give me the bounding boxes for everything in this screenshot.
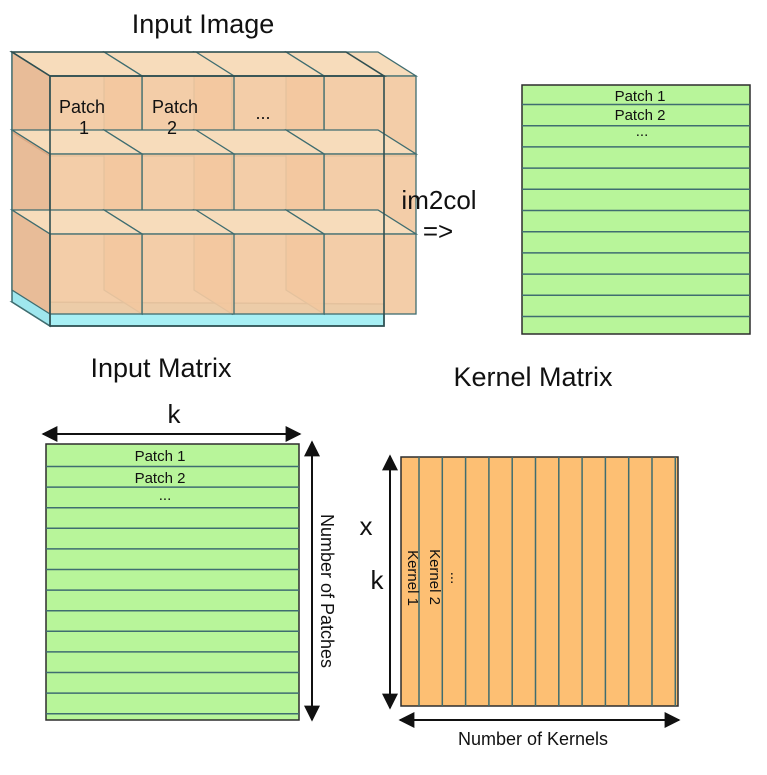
top-row-patch-2: Patch 2 bbox=[615, 107, 666, 124]
input-image-title: Input Image bbox=[132, 9, 275, 39]
number-of-patches-label: Number of Patches bbox=[317, 514, 337, 668]
cube-front-9 bbox=[231, 233, 325, 315]
patch-2-label: Patch bbox=[152, 97, 198, 117]
input-row-patch-1: Patch 1 bbox=[135, 448, 186, 465]
patch-matrix-top: Patch 1 Patch 2 ... bbox=[521, 84, 751, 335]
cube-front-10 bbox=[141, 233, 235, 315]
input-image-volume: Patch 1 Patch 2 ... bbox=[9, 50, 419, 328]
input-matrix-title: Input Matrix bbox=[90, 353, 232, 383]
patch-cubes bbox=[9, 50, 419, 327]
kernel-matrix-title: Kernel Matrix bbox=[453, 362, 613, 392]
input-matrix-k-label: k bbox=[168, 399, 182, 429]
input-matrix-box bbox=[45, 443, 300, 721]
patch-ellipsis: ... bbox=[255, 103, 270, 123]
patch-1-label: Patch bbox=[59, 97, 105, 117]
top-row-ellipsis: ... bbox=[636, 123, 649, 140]
kernel-matrix: x k Kernel 1 Kernel 2 ... Number of Kern… bbox=[360, 454, 681, 749]
cube-front-11 bbox=[49, 233, 143, 315]
patch-matrix-top-lines bbox=[522, 103, 750, 318]
cube-front-8 bbox=[323, 233, 417, 315]
volume-top-frame bbox=[9, 51, 387, 77]
patch-1-number: 1 bbox=[79, 118, 89, 138]
input-matrix-lines bbox=[46, 465, 299, 715]
patch-matrix-top-box bbox=[521, 84, 751, 335]
kernel-col-1-label: Kernel 1 bbox=[404, 550, 421, 606]
patch-2-number: 2 bbox=[167, 118, 177, 138]
kernel-matrix-lines bbox=[418, 457, 677, 706]
kernel-col-2-label: Kernel 2 bbox=[426, 549, 443, 605]
kernel-matrix-box bbox=[400, 456, 679, 707]
im2col-label: im2col bbox=[401, 185, 476, 215]
number-of-kernels-label: Number of Kernels bbox=[458, 729, 608, 749]
input-row-ellipsis: ... bbox=[159, 487, 172, 504]
top-row-patch-1: Patch 1 bbox=[615, 88, 666, 105]
kernel-height-x-label: x bbox=[360, 511, 373, 541]
input-matrix: k Patch 1 Patch 2 ... Number of Patches bbox=[41, 399, 337, 722]
input-row-patch-2: Patch 2 bbox=[135, 470, 186, 487]
kernel-col-ellipsis: ... bbox=[447, 572, 464, 585]
im2col-arrow: => bbox=[423, 216, 453, 246]
kernel-height-k-label: k bbox=[371, 565, 385, 595]
